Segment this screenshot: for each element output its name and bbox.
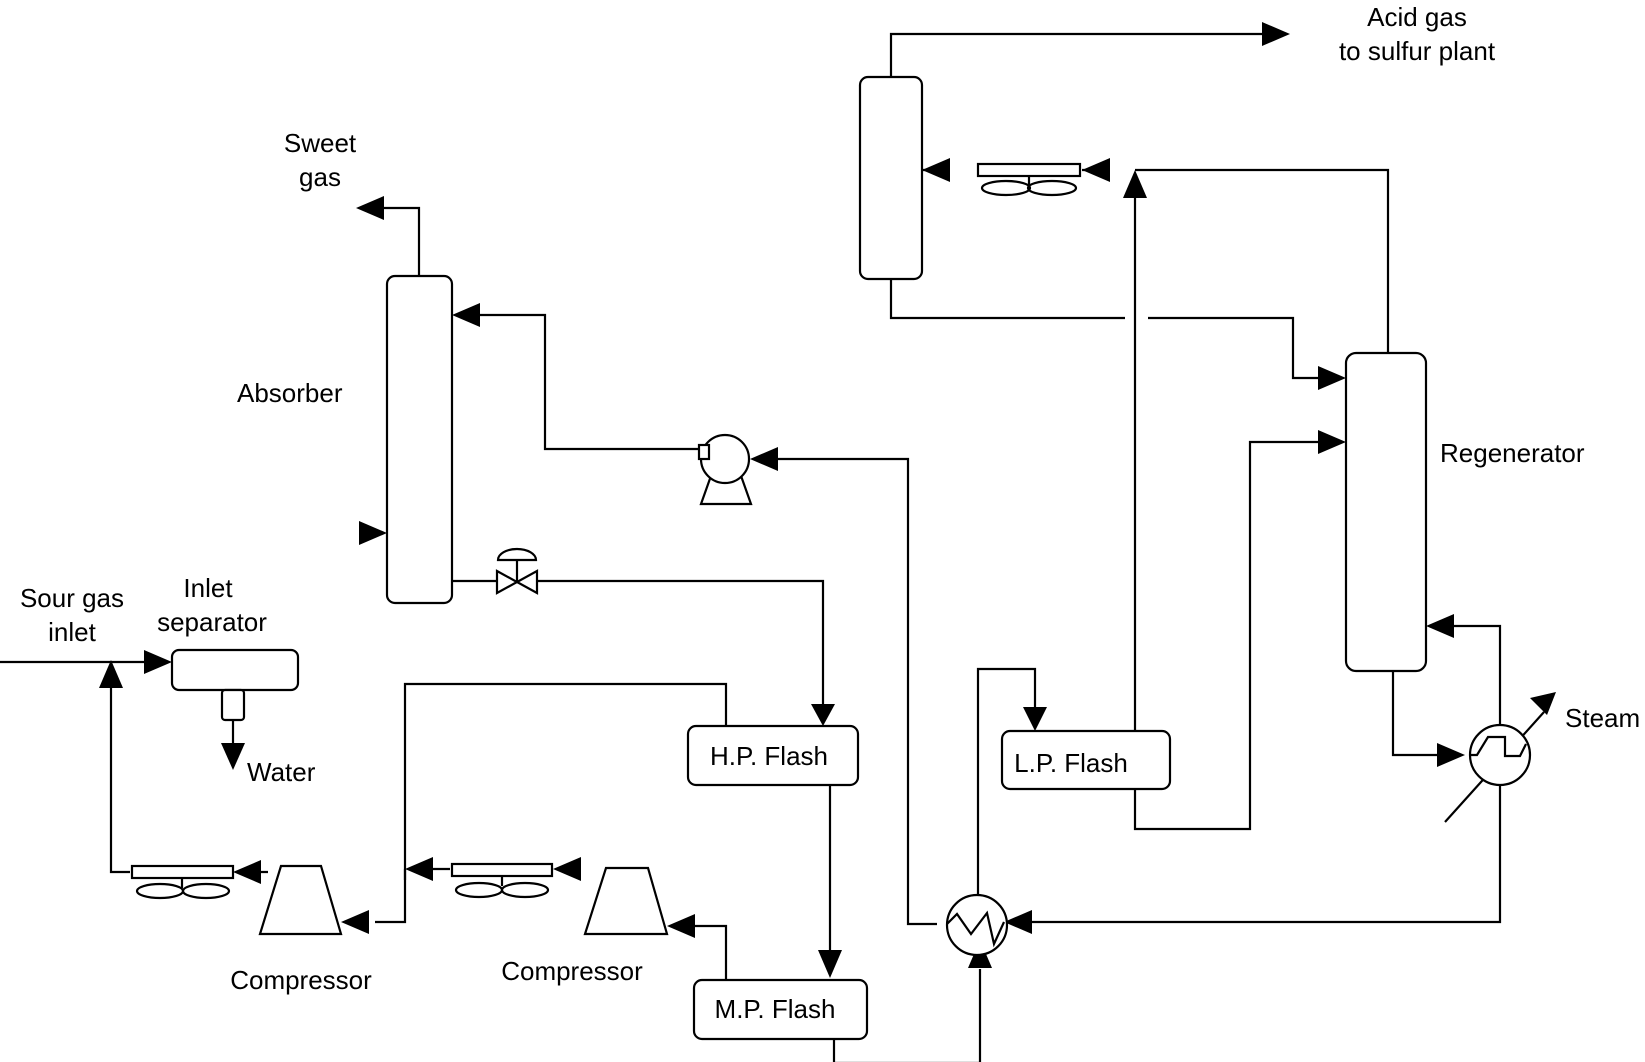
mp-flash-label: M.P. Flash xyxy=(715,994,836,1024)
inlet-separator-boot xyxy=(220,688,246,722)
pump-icon xyxy=(697,433,753,506)
regenerator-label: Regenerator xyxy=(1440,438,1585,468)
heat-exchanger-icon xyxy=(945,893,1009,957)
flow-arrows xyxy=(99,22,1556,978)
sour-gas-inlet-label: inlet xyxy=(48,617,96,647)
water-label: Water xyxy=(247,757,316,787)
lp-flash-label: L.P. Flash xyxy=(1014,748,1128,778)
hp-flash-vessel xyxy=(686,724,860,787)
air-cooler-icon xyxy=(450,862,554,899)
compressor-label: Compressor xyxy=(230,965,372,995)
absorber-column xyxy=(385,274,454,605)
inlet-separator-vessel xyxy=(170,648,300,692)
inlet-separator-label: Inlet xyxy=(183,573,233,603)
control-valve-icon xyxy=(495,547,539,595)
acid-gas-label: to sulfur plant xyxy=(1339,36,1496,66)
inlet-separator-label: separator xyxy=(157,607,267,637)
regenerator-condenser-column xyxy=(858,75,924,281)
compressor-icon xyxy=(258,864,343,936)
air-cooler-icon xyxy=(976,162,1082,197)
regenerator-column xyxy=(1344,351,1428,673)
acid-gas-label: Acid gas xyxy=(1367,2,1467,32)
sour-gas-inlet-label: Sour gas xyxy=(20,583,124,613)
compressor-icon xyxy=(583,866,669,936)
sweet-gas-label: gas xyxy=(299,162,341,192)
lp-flash-vessel xyxy=(1000,729,1172,791)
process-lines xyxy=(0,32,1545,1062)
sweet-gas-label: Sweet xyxy=(284,128,357,158)
absorber-label: Absorber xyxy=(237,378,343,408)
steam-label: Steam xyxy=(1565,703,1640,733)
hp-flash-label: H.P. Flash xyxy=(710,741,828,771)
reboiler-icon xyxy=(1468,723,1532,787)
compressor-label: Compressor xyxy=(501,956,643,986)
mp-flash-vessel xyxy=(692,978,869,1041)
air-cooler-icon xyxy=(130,864,235,900)
